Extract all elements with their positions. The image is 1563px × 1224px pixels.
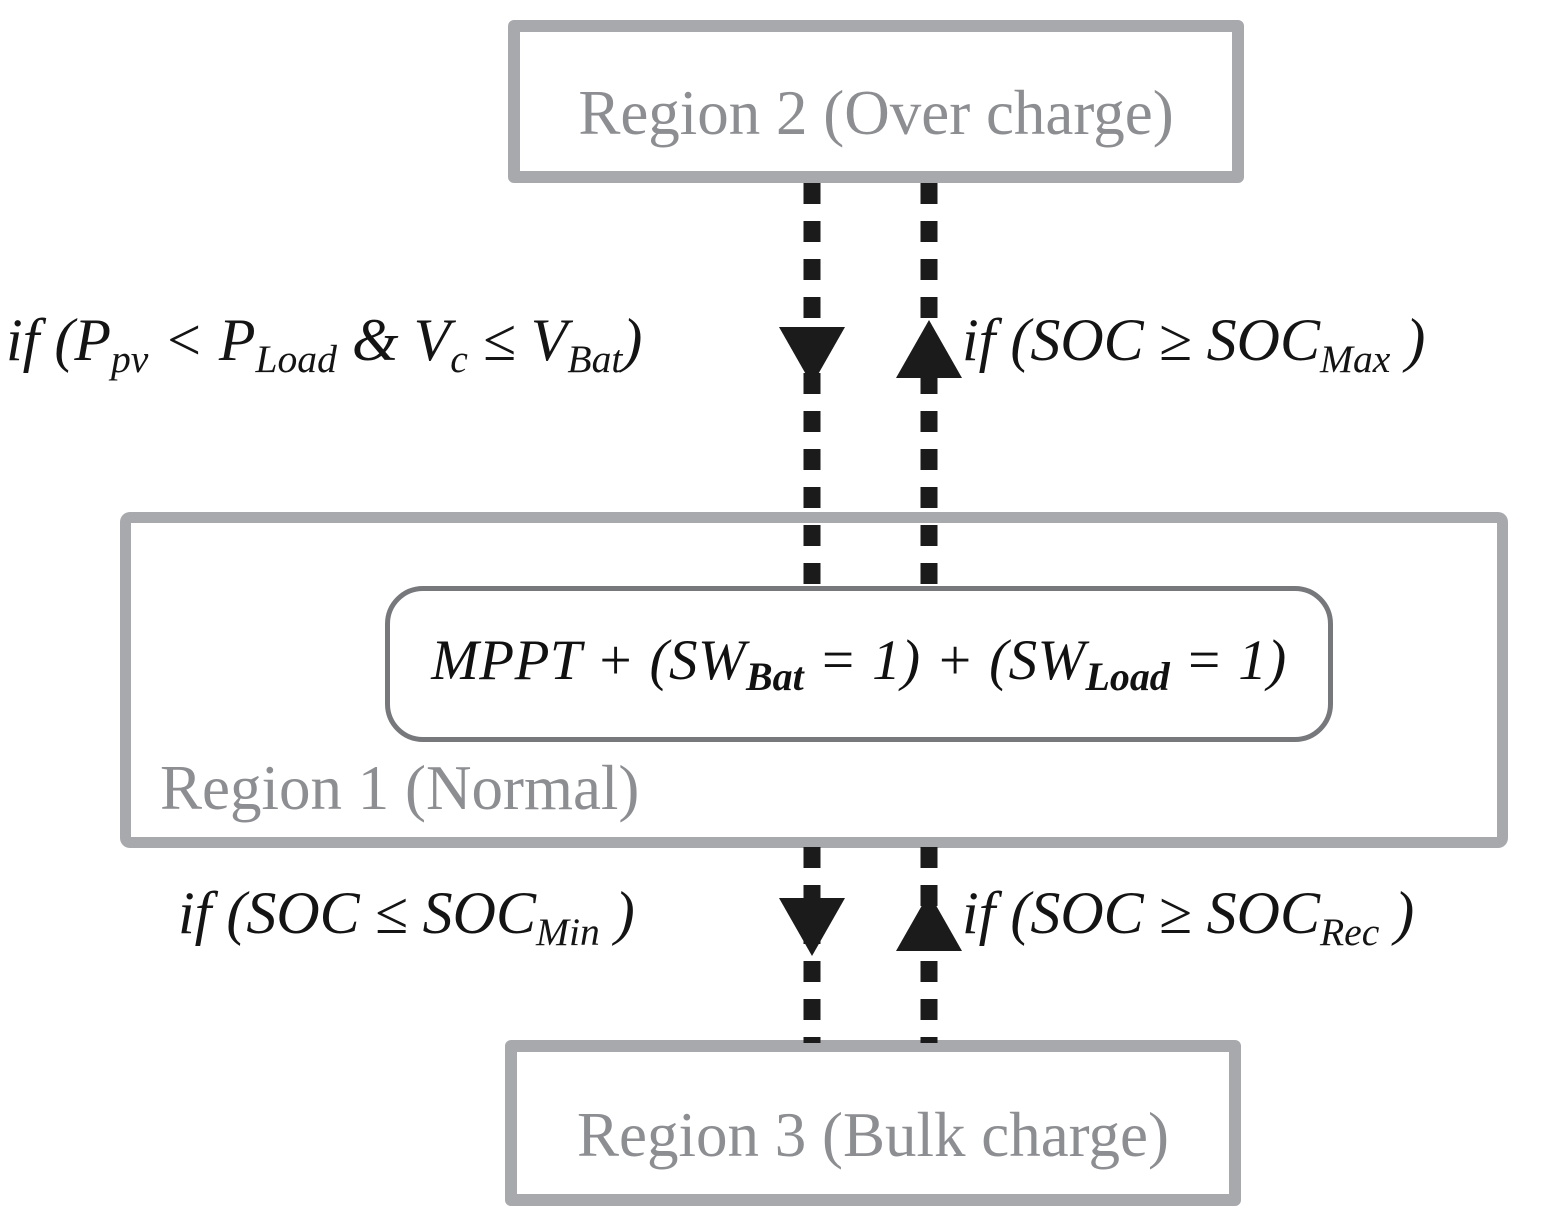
condition-r1-to-r2-op: ≥ xyxy=(1143,307,1207,373)
sw-bat-label: SW xyxy=(669,628,747,692)
sw-bat-subscript: Bat xyxy=(746,654,804,700)
arrowhead-up-r3-to-r1 xyxy=(896,893,962,951)
condition-r1-to-r3-close: ) xyxy=(599,880,635,946)
condition-r2-to-r1: if (Ppv < PLoad & Vc ≤ VBat) xyxy=(6,310,642,379)
region-2-label: Region 2 (Over charge) xyxy=(578,78,1174,148)
condition-r2-to-r1-close: ) xyxy=(622,307,643,373)
condition-r2-to-r1-amp: & xyxy=(336,307,414,373)
condition-r2-to-r1-p2: P xyxy=(218,307,256,373)
arrowhead-down-r2-to-r1 xyxy=(779,327,845,385)
mppt-label: MPPT xyxy=(431,628,582,692)
region-2-box[interactable]: Region 2 (Over charge) xyxy=(508,20,1244,183)
condition-r3-to-r1-rhs: SOC xyxy=(1206,880,1320,946)
condition-r3-to-r1-close: ) xyxy=(1379,880,1415,946)
condition-r3-to-r1-if: if ( xyxy=(962,880,1031,946)
condition-r1-to-r2-if: if ( xyxy=(962,307,1031,373)
region-3-box[interactable]: Region 3 (Bulk charge) xyxy=(505,1040,1241,1206)
condition-r2-to-r1-if: if ( xyxy=(6,307,75,373)
mppt-plus1: + ( xyxy=(581,628,670,692)
condition-r1-to-r3-if: if ( xyxy=(178,880,247,946)
condition-r1-to-r3-rhs: SOC xyxy=(422,880,536,946)
condition-r1-to-r2-rhs: SOC xyxy=(1206,307,1320,373)
condition-r2-to-r1-v2-sub: Bat xyxy=(567,336,623,381)
transition-line-r1-to-r2 xyxy=(920,183,938,595)
region-1-label: Region 1 (Normal) xyxy=(160,753,640,823)
region-1-control-mode-text: MPPT + (SWBat = 1) + (SWLoad = 1) xyxy=(431,628,1286,700)
condition-r1-to-r3-op: ≤ xyxy=(359,880,423,946)
arrowhead-down-r1-to-r3 xyxy=(779,898,845,956)
condition-r2-to-r1-lt: < xyxy=(148,307,219,373)
condition-r3-to-r1: if (SOC ≥ SOCRec ) xyxy=(962,883,1414,952)
condition-r3-to-r1-op: ≥ xyxy=(1143,880,1207,946)
condition-r1-to-r3-rhs-sub: Min xyxy=(535,909,600,954)
condition-r1-to-r3: if (SOC ≤ SOCMin ) xyxy=(178,883,635,952)
condition-r2-to-r1-v2: V xyxy=(530,307,568,373)
sw-load-label: SW xyxy=(1008,628,1086,692)
condition-r1-to-r2-rhs-sub: Max xyxy=(1319,336,1391,381)
condition-r2-to-r1-v1-sub: c xyxy=(450,336,468,381)
condition-r3-to-r1-rhs-sub: Rec xyxy=(1319,909,1380,954)
transition-line-r1-to-r3 xyxy=(803,847,821,1043)
condition-r2-to-r1-p2-sub: Load xyxy=(255,336,337,381)
condition-r2-to-r1-v1: V xyxy=(413,307,451,373)
sw-load-subscript: Load xyxy=(1085,654,1170,700)
condition-r1-to-r2-lhs: SOC xyxy=(1030,307,1144,373)
region-3-label: Region 3 (Bulk charge) xyxy=(577,1100,1169,1170)
condition-r2-to-r1-p1: P xyxy=(74,307,111,373)
region-1-control-mode-box[interactable]: MPPT + (SWBat = 1) + (SWLoad = 1) xyxy=(385,586,1333,742)
condition-r2-to-r1-le: ≤ xyxy=(467,307,531,373)
condition-r1-to-r3-lhs: SOC xyxy=(246,880,360,946)
transition-line-r3-to-r1 xyxy=(920,847,938,1043)
transition-line-r2-to-r1 xyxy=(803,183,821,595)
sw-bat-value: = 1) + ( xyxy=(803,628,1009,692)
condition-r1-to-r2-close: ) xyxy=(1390,307,1426,373)
arrowhead-up-r1-to-r2 xyxy=(896,320,962,378)
condition-r1-to-r2: if (SOC ≥ SOCMax ) xyxy=(962,310,1425,379)
sw-load-value: = 1) xyxy=(1169,628,1287,692)
condition-r2-to-r1-p1-sub: pv xyxy=(110,336,149,381)
condition-r3-to-r1-lhs: SOC xyxy=(1030,880,1144,946)
